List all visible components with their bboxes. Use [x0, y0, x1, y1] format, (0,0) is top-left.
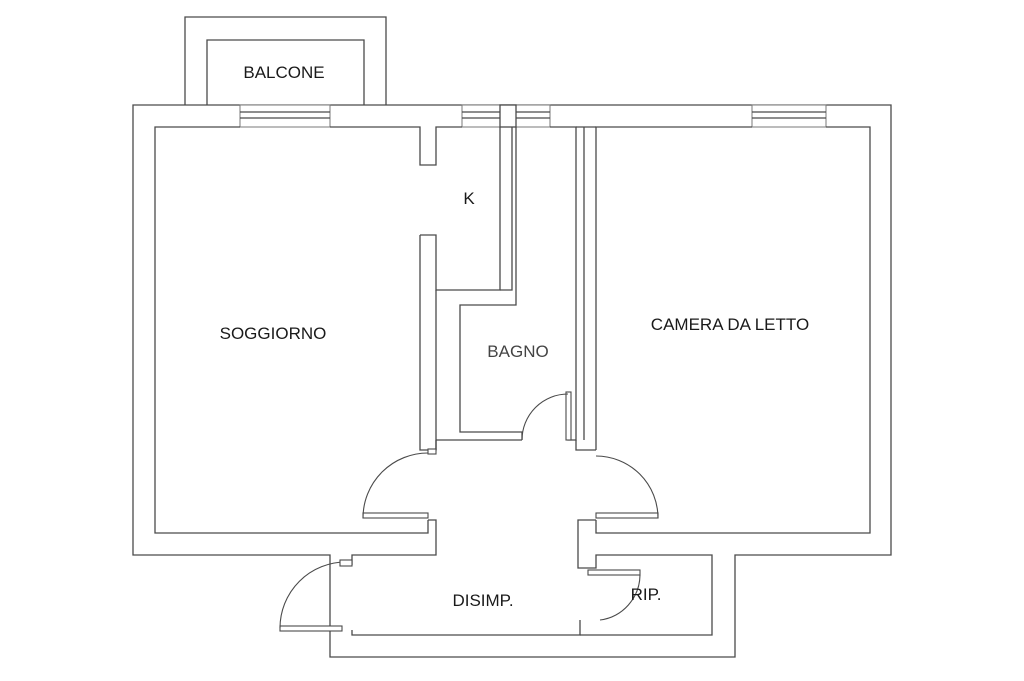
door-camera [595, 455, 659, 519]
camera-wall [595, 126, 752, 450]
exterior-wall-outline [132, 104, 892, 658]
partition-soggiorno-right [419, 235, 437, 451]
disimpegno-wall-left [351, 519, 437, 565]
label-bagno: BAGNO [487, 342, 548, 361]
balcony [184, 16, 387, 105]
soggiorno-wall [154, 126, 429, 534]
label-balcone: BALCONE [243, 63, 324, 82]
door-soggiorno [362, 448, 437, 519]
label-ripostiglio: RIP. [631, 585, 662, 604]
door-entrance [279, 559, 353, 632]
kitchen-partition-lower [420, 127, 501, 291]
window-soggiorno [239, 104, 331, 128]
window-camera [751, 104, 827, 128]
label-disimpegno: DISIMP. [452, 591, 513, 610]
disimpegno-wall-right [577, 519, 713, 636]
soggiorno-top-right [330, 126, 462, 166]
label-camera: CAMERA DA LETTO [651, 315, 809, 334]
label-soggiorno: SOGGIORNO [220, 324, 327, 343]
window-pier [499, 104, 517, 128]
door-bagno [521, 391, 572, 441]
bagno-wall [459, 127, 523, 440]
bagno-right-wall [550, 126, 577, 441]
door-ripostiglio [587, 569, 641, 621]
label-kitchen: K [463, 189, 475, 208]
